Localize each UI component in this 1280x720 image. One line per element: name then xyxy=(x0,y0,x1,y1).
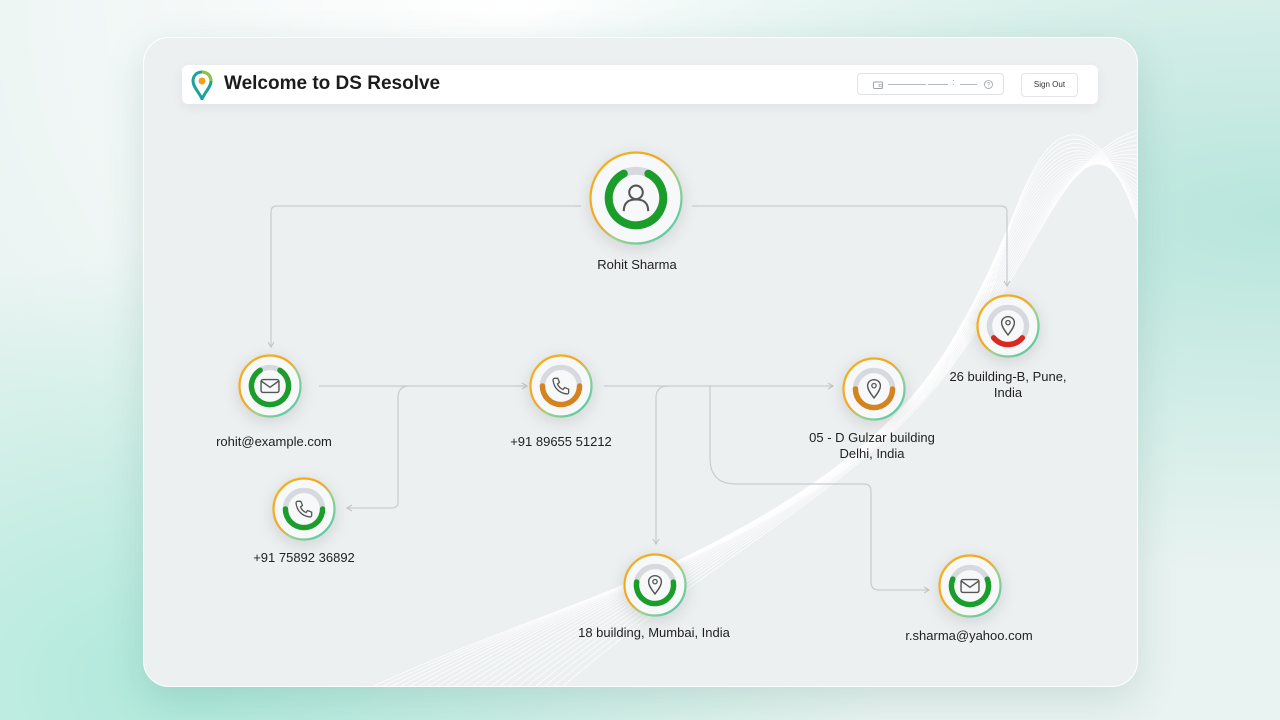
progress-ring xyxy=(248,364,292,408)
mail-icon xyxy=(960,578,980,594)
connector-root-to-email1 xyxy=(267,205,581,349)
sign-out-button[interactable]: Sign Out xyxy=(1021,73,1078,97)
location-pin-icon xyxy=(647,574,663,596)
node-label-phone2: +91 75892 36892 xyxy=(253,550,355,565)
wallet-icon xyxy=(873,81,883,89)
node-email1[interactable] xyxy=(238,354,302,418)
node-label-delhi-line2: Delhi, India xyxy=(839,446,905,461)
node-phone2[interactable] xyxy=(272,477,336,541)
ds-resolve-logo-icon xyxy=(191,70,213,100)
node-label-pune-line2: India xyxy=(993,385,1023,400)
node-label-phone1: +91 89655 51212 xyxy=(510,434,612,449)
node-label-delhi-line1: 05 - D Gulzar building xyxy=(809,430,935,445)
help-icon[interactable]: ? xyxy=(984,80,993,89)
phone-icon xyxy=(295,500,313,518)
page-title: Welcome to DS Resolve xyxy=(224,73,441,94)
progress-ring xyxy=(986,304,1030,348)
progress-ring xyxy=(604,166,668,230)
placeholder-line-tail xyxy=(960,84,977,85)
placeholder-line-short xyxy=(928,84,948,85)
node-address-pune[interactable] xyxy=(976,294,1040,358)
connector-phone1-to-email2 xyxy=(709,386,931,594)
connector-phone1-to-phone2 xyxy=(345,385,410,512)
node-label-root: Rohit Sharma xyxy=(597,257,677,272)
progress-ring xyxy=(948,564,992,608)
connector-phone1-to-mumbai xyxy=(652,385,669,546)
mail-icon xyxy=(260,378,280,394)
node-label-mumbai: 18 building, Mumbai, India xyxy=(578,625,730,640)
progress-ring xyxy=(282,487,326,531)
svg-text:?: ? xyxy=(987,83,991,89)
connector-root-to-pune xyxy=(692,205,1011,288)
phone-icon xyxy=(552,377,570,395)
node-label-email2: r.sharma@yahoo.com xyxy=(905,628,1033,643)
connector-lines xyxy=(267,205,1011,594)
node-address-mumbai[interactable] xyxy=(623,553,687,617)
node-root[interactable] xyxy=(589,151,683,245)
progress-ring xyxy=(852,367,896,411)
placeholder-line-long xyxy=(888,84,926,85)
node-address-delhi[interactable] xyxy=(842,357,906,421)
location-pin-icon xyxy=(1000,315,1016,337)
node-email2[interactable] xyxy=(938,554,1002,618)
location-pin-icon xyxy=(866,378,882,400)
progress-ring xyxy=(633,563,677,607)
node-label-email1: rohit@example.com xyxy=(216,434,332,449)
separator-colon: : xyxy=(952,77,955,87)
account-info-pill[interactable]: : ? xyxy=(857,73,1004,95)
person-icon xyxy=(622,184,650,212)
header-bar: Welcome to DS Resolve : ? Sign Out xyxy=(182,65,1098,104)
node-label-pune-line1: 26 building-B, Pune, xyxy=(949,369,1067,384)
node-phone1[interactable] xyxy=(529,354,593,418)
app-window: Welcome to DS Resolve : ? Sign Out xyxy=(143,37,1138,687)
progress-ring xyxy=(539,364,583,408)
